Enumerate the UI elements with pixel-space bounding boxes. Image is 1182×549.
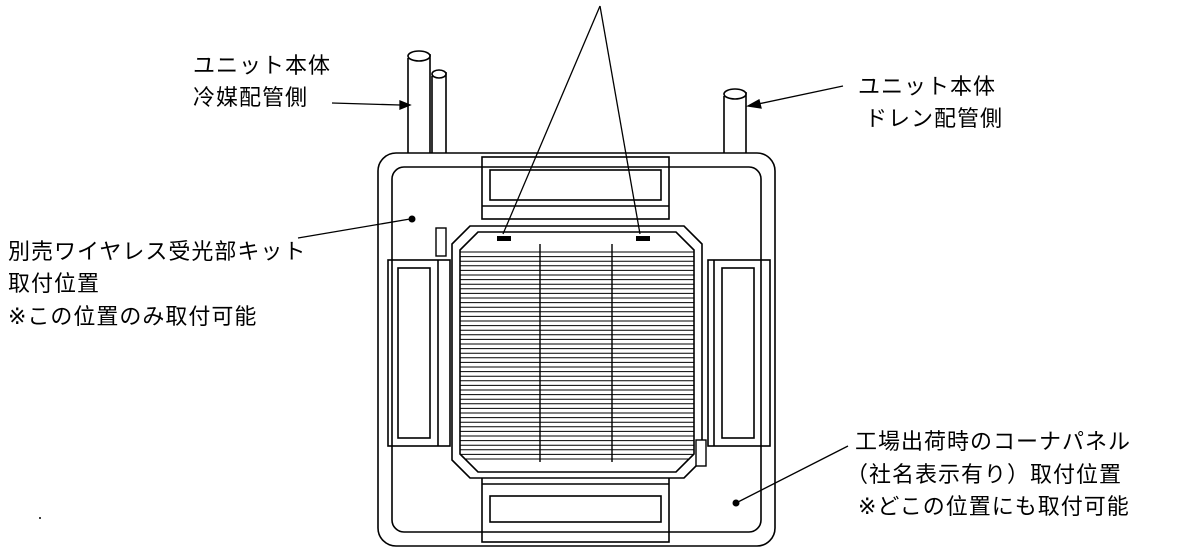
label-corner-line3: ※どこの位置にも取付可能	[858, 495, 1130, 520]
label-drain-line1: ユニット本体	[858, 75, 997, 100]
sensor-marker-left	[497, 236, 511, 241]
label-drain-line2: ドレン配管側	[865, 107, 1004, 132]
wireless-receiver-slot	[435, 227, 447, 257]
refrigerant-pipe	[407, 50, 447, 155]
louver-left	[387, 259, 451, 447]
grille-dividers	[539, 244, 613, 462]
louver-top	[481, 156, 670, 220]
label-refrigerant-line2: 冷媒配管側	[193, 86, 309, 111]
corner-panel-dot	[732, 499, 740, 507]
intake-grille-inner	[459, 231, 695, 473]
panel-inner	[391, 166, 762, 533]
label-wireless-line1: 別売ワイヤレス受光部キット	[8, 240, 307, 265]
grille-slats	[460, 251, 694, 460]
label-refrigerant-line1: ユニット本体	[193, 54, 332, 79]
corner-badge-slot	[695, 439, 707, 467]
louver-right	[707, 259, 771, 447]
leader-lines	[297, 5, 849, 503]
sensor-marker-right	[636, 236, 650, 241]
label-wireless-line2: 取付位置	[8, 272, 101, 297]
label-corner-line1: 工場出荷時のコーナパネル	[855, 430, 1132, 455]
wireless-kit-dot	[408, 215, 416, 223]
drain-pipe	[723, 88, 747, 155]
label-wireless-line3: ※この位置のみ取付可能	[8, 305, 258, 330]
label-corner-line2: （社名表示有り）取付位置	[846, 463, 1123, 488]
